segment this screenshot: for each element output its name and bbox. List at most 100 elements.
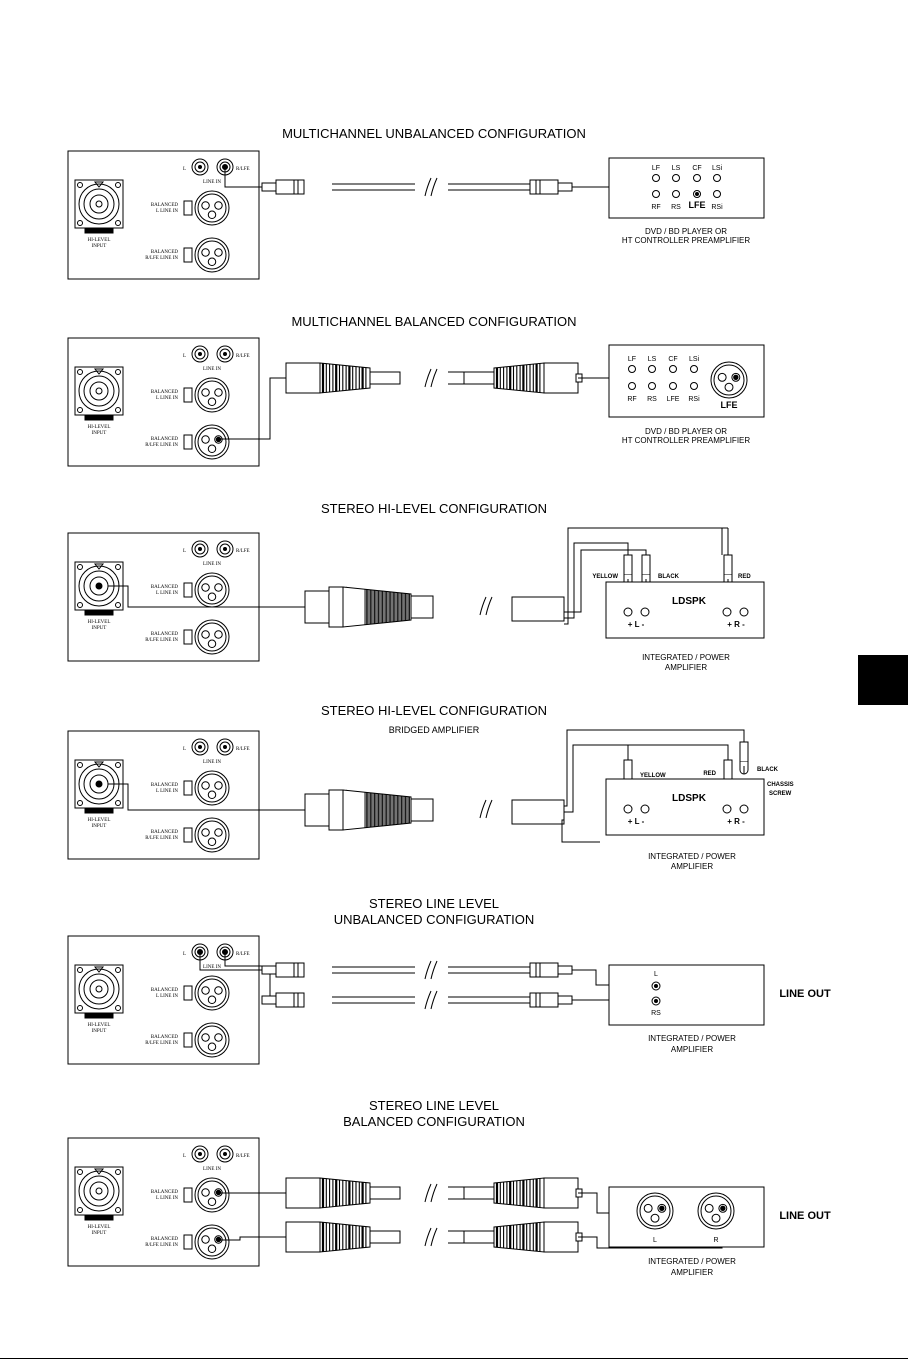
speakon-arrow [93, 563, 105, 570]
break-slash [430, 1183, 438, 1203]
xlr-shell [285, 1177, 321, 1209]
jack [669, 365, 677, 373]
section-subtitle-bridged: BRIDGED AMPLIFIER [388, 725, 480, 735]
xlr-rlfe-jack [194, 237, 230, 273]
section-title-line-unbalanced-1: STEREO LINE LEVEL [368, 896, 500, 911]
input-label: INPUT [92, 1231, 107, 1236]
jack [201, 828, 210, 837]
jack [201, 201, 210, 210]
bottom-rule [0, 1358, 908, 1359]
rlfe-line-in-label: R/LFE LINE IN [145, 1243, 178, 1248]
cable-break-mark [479, 596, 493, 616]
l-line-in-label: L LINE IN [156, 789, 178, 794]
jack [201, 1188, 210, 1197]
jack-dot [654, 999, 658, 1003]
rca-l-label: L [183, 549, 186, 554]
speakon-shell [304, 590, 330, 624]
jack [215, 1189, 222, 1196]
jack [207, 444, 217, 454]
xlr-l-jack [194, 190, 230, 226]
jack [214, 583, 223, 592]
jack [711, 1213, 721, 1223]
speakon-arrow [93, 181, 105, 188]
speakon-screw [77, 369, 83, 375]
plug-body [529, 962, 559, 978]
terminal [623, 804, 633, 814]
xlr-latch [183, 827, 193, 843]
speakon-plug [304, 586, 434, 628]
rca-plug-right [529, 992, 573, 1008]
jack-dot [654, 984, 658, 988]
break-slash [485, 596, 493, 616]
xlr-latch [183, 582, 193, 598]
rlfe-line-in-label: R/LFE LINE IN [145, 443, 178, 448]
rca-rlfe-jack [216, 738, 234, 756]
rca-l-label: L [183, 167, 186, 172]
cable-tube [369, 1186, 401, 1200]
wire-yellow-label: YELLOW [640, 773, 666, 779]
jack [690, 365, 698, 373]
plug-sleeve [557, 182, 573, 192]
rca-plug-right [529, 962, 573, 978]
section-title-line-balanced-2: BALANCED CONFIGURATION [343, 1114, 525, 1129]
break-slash [479, 596, 487, 616]
terminal-l-label: + L - [628, 620, 645, 629]
plug-body [529, 179, 559, 195]
xlr-latch [183, 387, 193, 403]
lug-sleeve [623, 554, 633, 576]
xlr-latch [183, 780, 193, 796]
speakon-screw [77, 1005, 83, 1011]
preamp-caption: HT CONTROLLER PREAMPLIFIER [622, 436, 751, 445]
preamp-lfe-bold: LFE [689, 200, 706, 210]
plug-sleeve [261, 995, 277, 1005]
preamp-top-label: LF [628, 356, 636, 363]
jack [201, 781, 210, 790]
hi-level-label: HI-LEVEL [88, 238, 111, 243]
section-title-line-balanced-1: STEREO LINE LEVEL [368, 1098, 500, 1113]
terminal [640, 607, 650, 617]
jack [223, 352, 227, 356]
rca-rlfe-jack [216, 345, 234, 363]
page-tab-marker [858, 655, 908, 705]
jack [207, 1244, 217, 1254]
jack [197, 575, 227, 605]
jack [201, 248, 210, 257]
preamp-caption: DVD / BD PLAYER OR [645, 427, 727, 436]
plug-sleeve [557, 965, 573, 975]
xlr-latch [183, 1032, 193, 1048]
jack [628, 365, 636, 373]
jack [207, 837, 217, 847]
speakon-screw [115, 182, 121, 188]
ldspk-label: LDSPK [672, 793, 707, 804]
amp-caption: AMPLIFIER [671, 1268, 713, 1277]
line-in-label: LINE IN [203, 180, 221, 185]
xlr-l-jack [194, 1177, 230, 1213]
plug-body [275, 962, 305, 978]
chassis-label: CHASSIS [767, 782, 794, 788]
xlr-latch [183, 434, 193, 450]
preamp-bottom-label: RF [627, 396, 636, 403]
speakon-badge [84, 415, 114, 421]
jack [214, 630, 223, 639]
rca-l-jack [191, 345, 209, 363]
preamp-top-label: CF [692, 165, 701, 172]
jack-r-label: R [713, 1237, 718, 1244]
rca-l-jack [191, 540, 209, 558]
line-in-label: LINE IN [203, 1167, 221, 1172]
xlr-latch [183, 247, 193, 263]
cable-tube [463, 1230, 495, 1244]
section-5-wiring [199, 952, 656, 1010]
section-title-line-unbalanced-2: UNBALANCED CONFIGURATION [333, 912, 535, 927]
jack [214, 828, 223, 837]
speakon-core [95, 780, 103, 788]
lug-sleeve [623, 759, 633, 781]
screw-label: SCREW [769, 791, 792, 797]
lug-sleeve [723, 759, 733, 781]
balanced-label: BALANCED [151, 988, 179, 993]
amp-caption: AMPLIFIER [671, 862, 713, 871]
cable-break-mark [424, 177, 438, 197]
terminal [623, 607, 633, 617]
rca-rlfe-label: R/LFE [236, 1154, 250, 1159]
wire [219, 377, 286, 440]
